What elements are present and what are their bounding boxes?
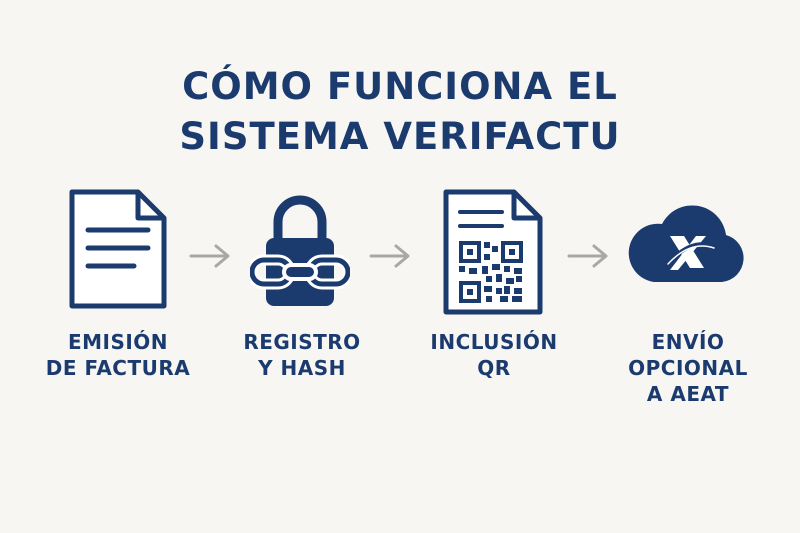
aeat-cloud-icon	[626, 198, 748, 288]
step-label-registro: REGISTRO Y HASH	[243, 330, 361, 380]
arrow-right-icon	[188, 242, 232, 274]
arrow-right-icon	[566, 242, 610, 274]
qr-document-icon	[442, 188, 544, 320]
lock-chain-icon	[246, 192, 354, 314]
arrow-right-icon	[368, 242, 412, 274]
title-line-2: SISTEMA VERIFACTU	[179, 115, 621, 158]
step-label-emision: EMISIÓN DE FACTURA	[45, 330, 191, 380]
page-title: CÓMO FUNCIONA EL SISTEMA VERIFACTU	[0, 62, 800, 162]
title-line-1: CÓMO FUNCIONA EL	[182, 65, 618, 108]
document-icon	[68, 188, 168, 314]
step-label-inclusion: INCLUSIÓN QR	[430, 330, 558, 380]
step-label-envio: ENVÍO OPCIONAL A AEAT	[628, 330, 748, 406]
